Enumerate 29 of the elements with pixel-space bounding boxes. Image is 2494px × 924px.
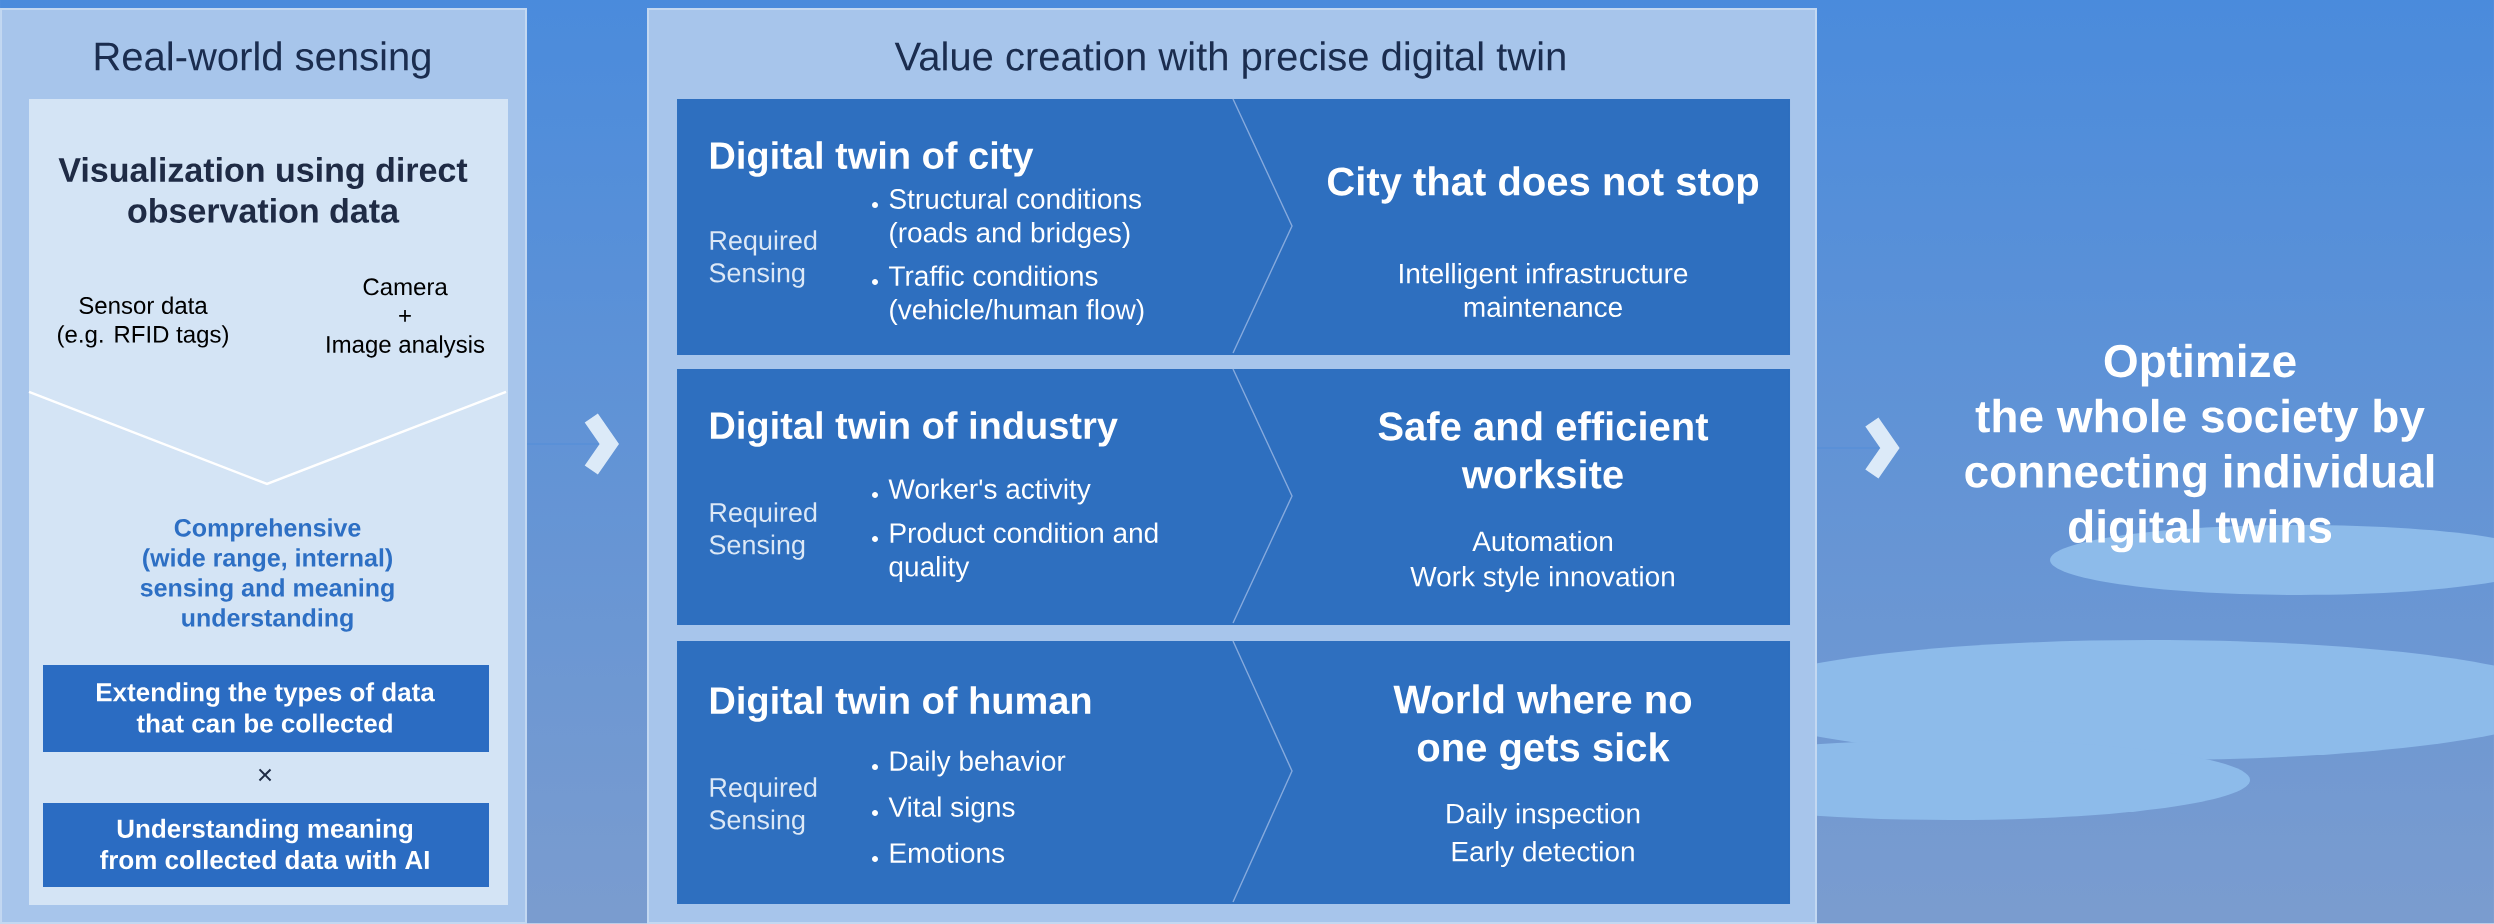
bullet-text: Product condition and quality [889,522,1158,583]
emphasis-text: Comprehensive (wide range, internal) sensing and meaning understanding [140,518,394,632]
bullet-text: Structural conditions (roads and bridges) [889,188,1141,249]
card-heading: Safe and efficient worksite [1378,411,1709,489]
body-text: Daily inspection [1447,802,1640,830]
caption-text: Camera + Image analysis [327,278,485,358]
text-box: Understanding meaning from collected data with AI [43,803,489,887]
text-box: Extending the types of data that can be collected [43,665,489,752]
card-heading: City that does not stop [1328,166,1759,204]
card-heading: Digital twin of industry [710,411,1118,447]
caption-text: Sensor data (e.g. RFID tags) [58,296,228,348]
label-text: Required Sensing [709,230,817,288]
label-text: Required Sensing [709,777,817,835]
heading: Visualization using direct observation data [58,157,468,223]
body-text: Automation [1472,530,1612,552]
card-heading: World where no one gets sick [1393,684,1692,770]
bullet-text: Traffic conditions (vehicle/human flow) [889,265,1144,326]
body-text: Work style innovation [1410,565,1674,593]
label-text: Required Sensing [709,502,817,560]
bullet-text: Daily behavior [890,750,1066,777]
card-heading: Digital twin of city [710,141,1034,177]
body-text: Intelligent infrastructure maintenance [1400,262,1688,318]
multiply-sign: × [258,768,272,782]
card-heading: Digital twin of human [710,686,1091,722]
bullet-text: Worker's activity [888,478,1091,505]
bullet-text: Vital signs [888,796,1015,823]
conclusion-text: Optimize the whole society by connecting individual digital twins [1965,343,2434,553]
bullet-text: Emotions [890,842,1005,863]
body-text: Early detection [1452,840,1634,868]
